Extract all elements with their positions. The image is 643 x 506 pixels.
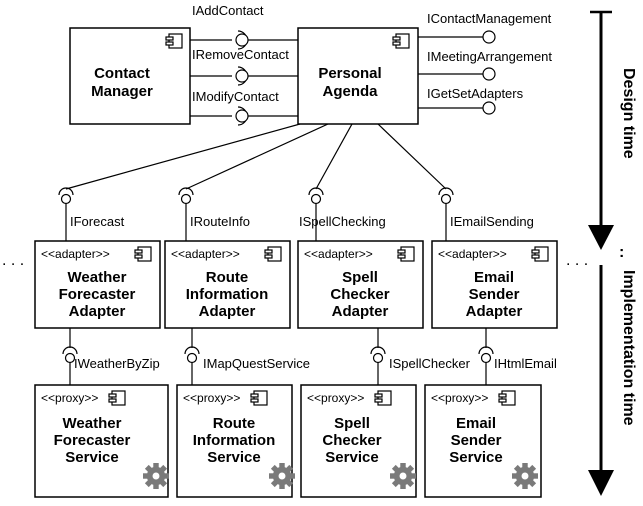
agenda-connections [65,123,447,190]
timeline-arrow [588,10,614,496]
contact-manager-component: Contact Manager [69,27,191,125]
service-title-1: Route [213,415,256,432]
interface-label-ispellchecker: ISpellChecker [389,356,471,371]
right-interfaces: IContactManagement IMeetingArrangement I… [418,11,552,115]
service-title-1: Weather [63,415,122,432]
middle-interfaces: IAddContact IRemoveContact IModifyContac… [190,3,298,126]
interface-label-imapquestservice: IMapQuestService [203,356,310,371]
adapter-stereotype: <<adapter>> [438,247,507,261]
service-title-3: Service [449,449,502,466]
adapter-title-2: Forecaster [59,286,136,303]
service-title-3: Service [207,449,260,466]
proxy-stereotype: <<proxy>> [431,391,488,405]
service-title-3: Service [65,449,118,466]
service-title-1: Spell [334,415,370,432]
adapter-spell: <<adapter>> Spell Checker Adapter [297,240,424,329]
service-spell: <<proxy>> Spell Checker Service [300,384,417,498]
interface-label-ispellchecking: ISpellChecking [299,214,386,229]
separator-dots: . . . [566,252,588,269]
personal-agenda-title-2: Agenda [322,83,378,100]
adapter-title-3: Adapter [199,303,256,320]
service-title-2: Checker [322,432,381,449]
interface-label-ihtmlemail: IHtmlEmail [494,356,557,371]
adapter-weather: <<adapter>> Weather Forecaster Adapter [34,240,161,329]
service-connectors [62,328,494,385]
gear-icon [143,463,169,489]
personal-agenda-component: Personal Agenda [297,27,419,125]
adapter-title-3: Adapter [466,303,523,320]
contact-manager-title-2: Manager [91,83,153,100]
adapter-stereotype: <<adapter>> [41,247,110,261]
service-email: <<proxy>> Email Sender Service [424,384,542,498]
adapter-stereotype: <<adapter>> [171,247,240,261]
adapter-title-1: Weather [68,269,127,286]
separator-dots: . . . [2,252,24,269]
interface-label-icontactmanagement: IContactManagement [427,11,552,26]
adapter-stereotype: <<adapter>> [304,247,373,261]
adapter-sockets [58,187,454,241]
implementation-time-label: Implementation time [620,270,637,426]
component-icon [108,390,126,406]
adapter-title-2: Sender [469,286,520,303]
service-title-2: Information [193,432,276,449]
contact-manager-title-1: Contact [94,65,150,82]
interface-label-iemailsending: IEmailSending [450,214,534,229]
adapter-email: <<adapter>> Email Sender Adapter [431,240,558,329]
interface-label-imodifycontact: IModifyContact [192,89,279,104]
interface-label-iforecast: IForecast [70,214,125,229]
interface-label-iaddcontact: IAddContact [192,3,264,18]
adapter-title-3: Adapter [332,303,389,320]
design-time-label: Design time [620,68,637,159]
interface-label-iweatherbyzip: IWeatherByZip [74,356,160,371]
proxy-stereotype: <<proxy>> [183,391,240,405]
proxy-stereotype: <<proxy>> [41,391,98,405]
adapter-title-2: Checker [330,286,389,303]
service-title-2: Forecaster [54,432,131,449]
interface-label-igetsetadapters: IGetSetAdapters [427,86,524,101]
adapter-title-1: Route [206,269,249,286]
gear-icon [269,463,295,489]
service-title-1: Email [456,415,496,432]
service-title-2: Sender [451,432,502,449]
adapter-title-2: Information [186,286,269,303]
adapter-route: <<adapter>> Route Information Adapter [164,240,291,329]
service-title-3: Service [325,449,378,466]
gear-icon [512,463,538,489]
adapter-title-1: Spell [342,269,378,286]
adapter-title-3: Adapter [69,303,126,320]
personal-agenda-title-1: Personal [318,65,381,82]
service-weather: <<proxy>> Weather Forecaster Service [34,384,169,498]
interface-label-iremovecontact: IRemoveContact [192,47,289,62]
component-icon [531,246,549,262]
service-route: <<proxy>> Route Information Service [176,384,295,498]
interface-label-imeetingarrangement: IMeetingArrangement [427,49,552,64]
timeline-separator: : [619,244,624,261]
interface-label-irouteinfo: IRouteInfo [190,214,250,229]
proxy-stereotype: <<proxy>> [307,391,364,405]
gear-icon [390,463,416,489]
adapter-title-1: Email [474,269,514,286]
